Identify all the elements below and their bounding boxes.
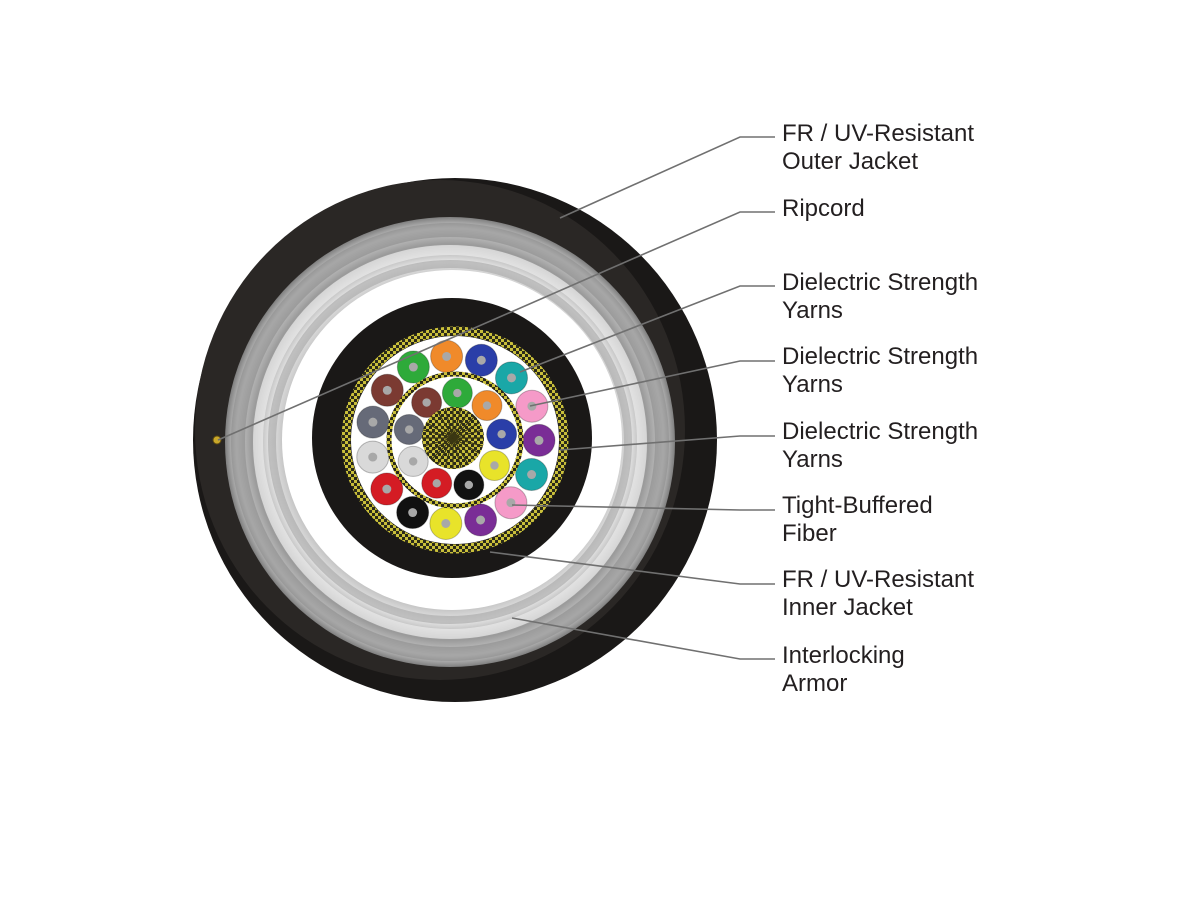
- leader-line-inner-jacket: [489, 551, 775, 585]
- center-ray: [452, 437, 481, 455]
- leader-line-tight-buffered-fiber: [511, 504, 775, 511]
- outer-fiber-14: [370, 373, 404, 407]
- center-ray: [452, 415, 476, 439]
- center-ray: [436, 410, 454, 439]
- label-ripcord: Ripcord: [782, 195, 865, 222]
- label-outer-jacket: FR / UV-Resistant Outer Jacket: [782, 120, 981, 175]
- center-ray: [425, 437, 454, 455]
- leader-lines: [217, 136, 775, 660]
- outer-fiber-9: [429, 506, 463, 540]
- ripcord-dot: [212, 435, 222, 445]
- label-strength-yarns-2: Dielectric Strength Yarns: [782, 343, 985, 398]
- inner-fiber-3: [486, 418, 518, 450]
- inner-fiber-9: [411, 387, 443, 419]
- armor-band-mid: [268, 260, 632, 624]
- outer-fiber-11: [370, 472, 404, 506]
- center-ray: [444, 437, 454, 469]
- inner-fiber-4: [478, 450, 510, 482]
- leader-line-strength-yarns-1: [519, 285, 775, 373]
- center-ray: [452, 429, 484, 439]
- center-ray: [452, 410, 470, 439]
- central-strength-yarn-rays: [422, 407, 484, 469]
- center-ray: [452, 421, 481, 439]
- label-tight-buffered-fiber: Tight-Buffered Fiber: [782, 492, 939, 547]
- outer-fiber-6: [515, 458, 549, 492]
- outer-fiber-ring: [356, 339, 556, 540]
- outer-fiber-15: [396, 350, 430, 384]
- center-ray: [452, 437, 470, 466]
- center-ray: [436, 437, 454, 466]
- outer-fiber-7: [494, 486, 528, 520]
- label-strength-yarns-3: Dielectric Strength Yarns: [782, 418, 985, 473]
- outer-fiber-3: [495, 361, 529, 395]
- outer-fiber-2: [464, 343, 498, 377]
- outer-fiber-12: [356, 440, 390, 474]
- center-ray: [452, 437, 476, 461]
- center-ray: [444, 407, 454, 439]
- leader-line-ripcord: [217, 211, 775, 441]
- leader-line-outer-jacket: [559, 136, 775, 219]
- leader-line-interlocking-armor: [511, 617, 775, 660]
- outer-fiber-10: [396, 496, 430, 530]
- outer-fiber-5: [522, 423, 556, 457]
- label-strength-yarns-1: Dielectric Strength Yarns: [782, 269, 985, 324]
- label-inner-jacket: FR / UV-Resistant Inner Jacket: [782, 566, 981, 621]
- label-interlocking-armor: Interlocking Armor: [782, 642, 911, 697]
- outer-fiber-13: [356, 405, 390, 439]
- inner-fiber-1: [441, 377, 473, 409]
- center-ray: [430, 437, 454, 461]
- leader-line-strength-yarns-3: [559, 435, 775, 451]
- inner-fiber-6: [421, 467, 453, 499]
- center-ray: [452, 437, 462, 469]
- center-ray: [452, 437, 484, 447]
- armor-band-light: [253, 245, 647, 639]
- center-ray: [422, 429, 454, 439]
- center-ray: [425, 421, 454, 439]
- outer-fiber-8: [464, 503, 498, 537]
- center-ray: [430, 415, 454, 439]
- inner-fiber-2: [471, 390, 503, 422]
- inner-fiber-7: [397, 445, 429, 477]
- strength-yarn-ring-outer: [341, 326, 569, 554]
- center-ray: [422, 437, 454, 447]
- inner-fiber-8: [393, 414, 425, 446]
- inner-fiber-5: [453, 469, 485, 501]
- center-ray: [452, 407, 462, 439]
- leader-line-strength-yarns-2: [529, 360, 775, 407]
- strength-yarn-ring-inner: [386, 371, 524, 509]
